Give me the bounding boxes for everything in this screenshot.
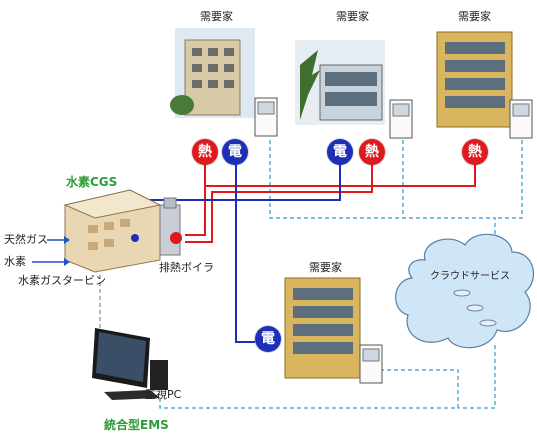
label-natural-gas: 天然ガス	[4, 233, 48, 246]
label-hydrogen: 水素	[4, 255, 26, 268]
label-cloud-service: クラウドサービス	[430, 271, 510, 282]
electricity-badge-consumer-1: 電	[222, 139, 248, 165]
heat-badge-consumer-1: 熱	[192, 139, 218, 165]
label-hydrogen-cgs: 水素CGS	[66, 175, 118, 189]
electricity-badge-consumer-4: 電	[255, 326, 281, 352]
label-hydrogen-gas-turbine: 水素ガスタービン	[18, 274, 106, 287]
hydrogen-cgs-machine	[63, 189, 182, 273]
building-consumer-2	[295, 40, 413, 139]
label-consumer-4: 需要家	[309, 261, 342, 274]
label-integrated-ems: 統合型EMS	[104, 418, 169, 432]
building-consumer-3	[436, 31, 533, 139]
label-consumer-2: 需要家	[336, 10, 369, 23]
building-consumer-1	[170, 28, 278, 137]
label-exhaust-boiler: 排熱ボイラ	[159, 261, 214, 274]
monitoring-pc	[92, 328, 168, 400]
label-consumer-1: 需要家	[200, 10, 233, 23]
electricity-badge-consumer-2: 電	[327, 139, 353, 165]
building-consumer-4	[284, 277, 383, 384]
cloud-shape	[395, 233, 535, 349]
label-consumer-3: 需要家	[458, 10, 491, 23]
input-arrows	[32, 236, 70, 266]
label-monitoring-pc: 監視PC	[145, 388, 182, 401]
heat-badge-consumer-3: 熱	[462, 139, 488, 165]
heat-badge-consumer-2: 熱	[359, 139, 385, 165]
